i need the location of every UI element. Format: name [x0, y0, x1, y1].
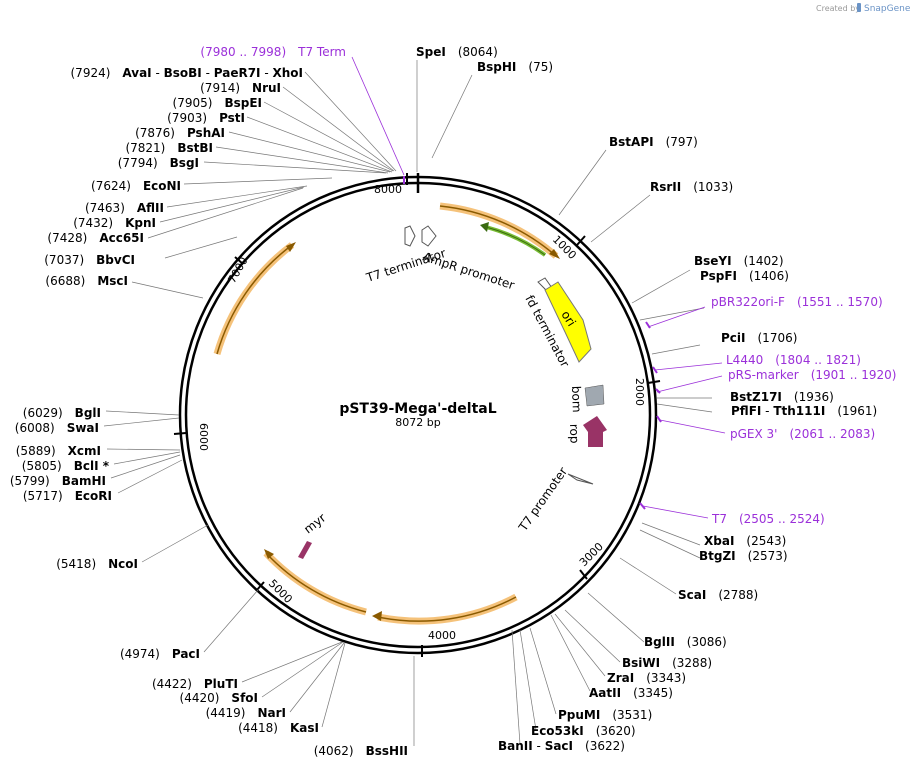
site-label[interactable]: (7905)BspEI [173, 96, 262, 110]
site-label[interactable]: BspHI(75) [477, 60, 553, 74]
site-label[interactable]: Eco53kI(3620) [531, 724, 636, 738]
site-label[interactable]: (7624)EcoNI [91, 179, 181, 193]
primer-label[interactable]: pRS-marker(1901 .. 1920) [728, 368, 896, 382]
bom-box [584, 384, 605, 407]
site-label[interactable]: BsiWI(3288) [622, 656, 712, 670]
site-label[interactable]: PspFI(1406) [700, 269, 789, 283]
site-label[interactable]: (4974)PacI [120, 647, 200, 661]
tick-label-6000: 6000 [197, 423, 210, 451]
site-label[interactable]: BglII(3086) [644, 635, 727, 649]
primer-label[interactable]: (7980 .. 7998)T7 Term [200, 45, 346, 59]
ampr-promoter-arrow [480, 222, 547, 257]
ampr-promoter-label: AmpR promoter [421, 250, 516, 293]
site-label[interactable]: (7432)KpnI [73, 216, 156, 230]
site-label[interactable]: RsrII(1033) [650, 180, 733, 194]
site-label[interactable]: (7914)NruI [200, 81, 281, 95]
primer-label[interactable]: pGEX 3'(2061 .. 2083) [730, 427, 875, 441]
site-label[interactable]: (7428)Acc65I [47, 231, 144, 245]
leader-lines [103, 60, 713, 746]
site-label[interactable]: (4420)SfoI [180, 691, 258, 705]
site-label[interactable]: BtgZI(2573) [699, 549, 788, 563]
site-label[interactable]: (5805)BclI * [22, 459, 110, 473]
snapgene-logo-icon [857, 3, 861, 12]
rop-arrow [583, 416, 607, 447]
site-label[interactable]: (7903)PstI [167, 111, 245, 125]
site-label[interactable]: (7924)AvaI - BsoBI - PaeR7I - XhoI [71, 66, 304, 80]
site-label[interactable]: (6688)MscI [45, 274, 128, 288]
credit-prefix: Created by [816, 4, 860, 13]
site-label[interactable]: (6008)SwaI [15, 421, 99, 435]
site-label[interactable]: (7037)BbvCI [44, 253, 135, 267]
site-label[interactable]: PflFI - Tth111I(1961) [731, 404, 877, 418]
site-label[interactable]: ScaI(2788) [678, 588, 758, 602]
site-label[interactable]: ZraI(3343) [607, 671, 686, 685]
site-label[interactable]: (4418)KasI [238, 721, 319, 735]
plasmid-size: 8072 bp [395, 416, 440, 429]
site-label[interactable]: (4062)BssHII [314, 744, 408, 758]
tick-marks [173, 173, 661, 657]
plasmid-name: pST39-Mega'-deltaL [339, 401, 496, 417]
primer-lines [351, 56, 726, 519]
site-label[interactable]: (7821)BstBI [125, 141, 213, 155]
primer-marks [403, 176, 662, 510]
myr-arrow [298, 541, 312, 559]
site-label[interactable]: SpeI(8064) [416, 45, 498, 59]
credit-brand: SnapGene [864, 4, 911, 14]
tick-label-4000: 4000 [428, 629, 456, 642]
site-label[interactable]: (7794)BsgI [118, 156, 199, 170]
primer-label[interactable]: pBR322ori-F(1551 .. 1570) [711, 295, 883, 309]
site-label[interactable]: BstZ17I(1936) [730, 390, 834, 404]
tick-label-2000: 2000 [633, 378, 646, 406]
site-label[interactable]: AatII(3345) [589, 686, 673, 700]
site-label[interactable]: PpuMI(3531) [558, 708, 652, 722]
primer-label[interactable]: L4440(1804 .. 1821) [726, 353, 861, 367]
bom-label: bom [569, 386, 584, 413]
site-label[interactable]: (5717)EcoRI [23, 489, 112, 503]
site-label[interactable]: BanII - SacI(3622) [498, 739, 625, 753]
site-label[interactable]: (4419)NarI [206, 706, 286, 720]
site-label[interactable]: (5418)NcoI [56, 557, 138, 571]
site-label[interactable]: (5799)BamHI [10, 474, 106, 488]
site-label[interactable]: (4422)PluTI [152, 677, 238, 691]
orf-arcs [213, 202, 560, 625]
site-label[interactable]: PciI(1706) [721, 331, 797, 345]
site-label[interactable]: (6029)BglI [23, 406, 101, 420]
t7-promoter-label: T7 promoter [515, 465, 570, 535]
tick-label-8000: 8000 [374, 183, 402, 196]
ori-arrow [544, 281, 592, 363]
site-label[interactable]: XbaI(2543) [704, 534, 786, 548]
myr-label: myr [301, 511, 328, 537]
site-label[interactable]: (7876)PshAI [135, 126, 225, 140]
site-label[interactable]: (5889)XcmI [16, 444, 101, 458]
primer-label[interactable]: T7(2505 .. 2524) [711, 512, 825, 526]
site-label[interactable]: (7463)AflII [85, 201, 164, 215]
site-label[interactable]: BstAPI(797) [609, 135, 698, 149]
site-label[interactable]: BseYI(1402) [694, 254, 784, 268]
rop-label: rop [567, 424, 582, 444]
